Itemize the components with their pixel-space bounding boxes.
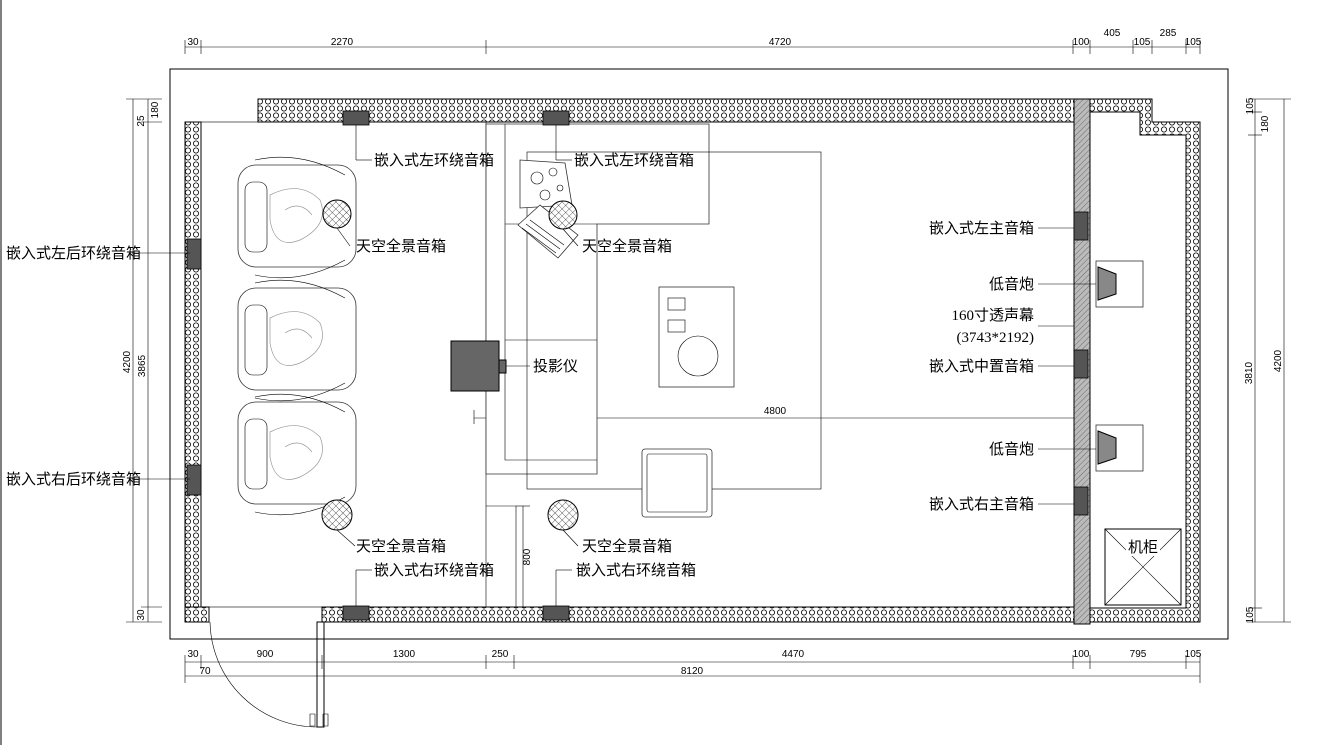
label-atmos-2: 天空全景音箱 [582,237,672,255]
dim-bottom-1300: 1300 [393,649,416,660]
equipment-cabinet [1104,528,1182,606]
projector [450,340,507,392]
dim-bottom-795: 795 [1130,649,1147,660]
center-speaker [1073,349,1089,379]
labels: 嵌入式左环绕音箱 嵌入式左环绕音箱 嵌入式左后环绕音箱 嵌入式右后环绕音箱 天空… [6,152,1158,579]
label-atmos-4: 天空全景音箱 [582,537,672,555]
atmos-speaker-3 [321,499,353,531]
dim-left-30: 30 [136,609,147,621]
label-right-rear-surround: 嵌入式右后环绕音箱 [6,471,141,488]
dim-interior-800: 800 [522,548,533,565]
label-screen: 160寸透声幕 [951,306,1034,324]
label-left-rear-surround: 嵌入式左后环绕音箱 [6,245,141,262]
dim-bottom-30: 30 [187,649,199,660]
label-center: 嵌入式中置音箱 [929,358,1034,375]
dim-right-4200: 4200 [1273,349,1284,372]
dim-bottom-105: 105 [1185,649,1202,660]
label-screen-size: (3743*2192) [957,330,1035,346]
dim-top-2270: 2270 [331,37,354,48]
dim-right-105a: 105 [1245,97,1256,114]
entry-door [209,621,329,728]
dimension-texts: 30 2270 4720 100 405 105 285 105 30 900 … [122,28,1284,677]
label-atmos-3: 天空全景音箱 [356,537,446,555]
dim-top-285: 285 [1160,28,1177,39]
label-left-surround-2: 嵌入式左环绕音箱 [574,152,694,169]
dim-right-180: 180 [1260,115,1271,132]
label-right-surround-1: 嵌入式右环绕音箱 [374,562,494,579]
dim-bottom-4470: 4470 [782,649,805,660]
dim-left-25: 25 [136,115,147,127]
label-subwoofer-1: 低音炮 [989,276,1034,293]
atmos-speaker-1 [322,199,352,229]
right-rear-surround-speaker [186,464,202,496]
label-atmos-1: 天空全景音箱 [356,237,446,255]
coffee-table [658,286,735,388]
dim-bottom-250: 250 [492,649,509,660]
label-left-main: 嵌入式左主音箱 [929,220,1034,237]
dim-left-4200: 4200 [122,350,133,373]
dim-bottom-8120: 8120 [681,666,704,677]
dim-top-105a: 105 [1134,37,1151,48]
leader-lines [132,125,1096,606]
outer-boundary [169,68,1229,640]
dim-top-30: 30 [187,37,199,48]
atmos-speaker-2 [548,200,578,230]
dim-left-3865: 3865 [137,354,148,377]
recliner-row [237,156,357,516]
left-surround-speaker-1 [342,110,370,126]
right-surround-speaker-2 [542,605,570,621]
label-cabinet: 机柜 [1128,539,1158,556]
dim-right-3810: 3810 [1244,361,1255,384]
subwoofers [1095,260,1144,472]
label-right-main: 嵌入式右主音箱 [929,496,1034,513]
dim-interior-4800: 4800 [764,406,787,417]
left-rear-surround-speaker [186,238,202,270]
atmos-speaker-4 [547,499,579,531]
recliner-seat-1 [237,156,357,279]
dimension-lines [126,40,1291,683]
right-surround-speaker-1 [342,605,370,621]
speakers [186,110,1089,621]
dim-top-405: 405 [1104,28,1121,39]
left-surround-speaker-2 [542,110,570,126]
dim-bottom-70: 70 [199,666,211,677]
label-left-surround-1: 嵌入式左环绕音箱 [374,152,494,169]
dim-top-4720: 4720 [769,37,792,48]
dim-left-180: 180 [150,101,161,118]
dim-top-105b: 105 [1185,37,1202,48]
cushions [517,159,579,259]
dim-bottom-900: 900 [257,649,274,660]
label-right-surround-2: 嵌入式右环绕音箱 [576,562,696,579]
dim-right-105b: 105 [1245,606,1256,623]
dim-bottom-100: 100 [1073,649,1090,660]
recliner-seat-2 [237,279,357,402]
middle-furniture [485,122,822,607]
label-subwoofer-2: 低音炮 [989,441,1034,458]
left-main-speaker [1073,211,1089,241]
ottoman [641,448,713,518]
dim-top-100: 100 [1073,37,1090,48]
recliner-seat-3 [237,393,357,516]
right-main-speaker [1073,486,1089,516]
label-projector: 投影仪 [533,358,578,375]
